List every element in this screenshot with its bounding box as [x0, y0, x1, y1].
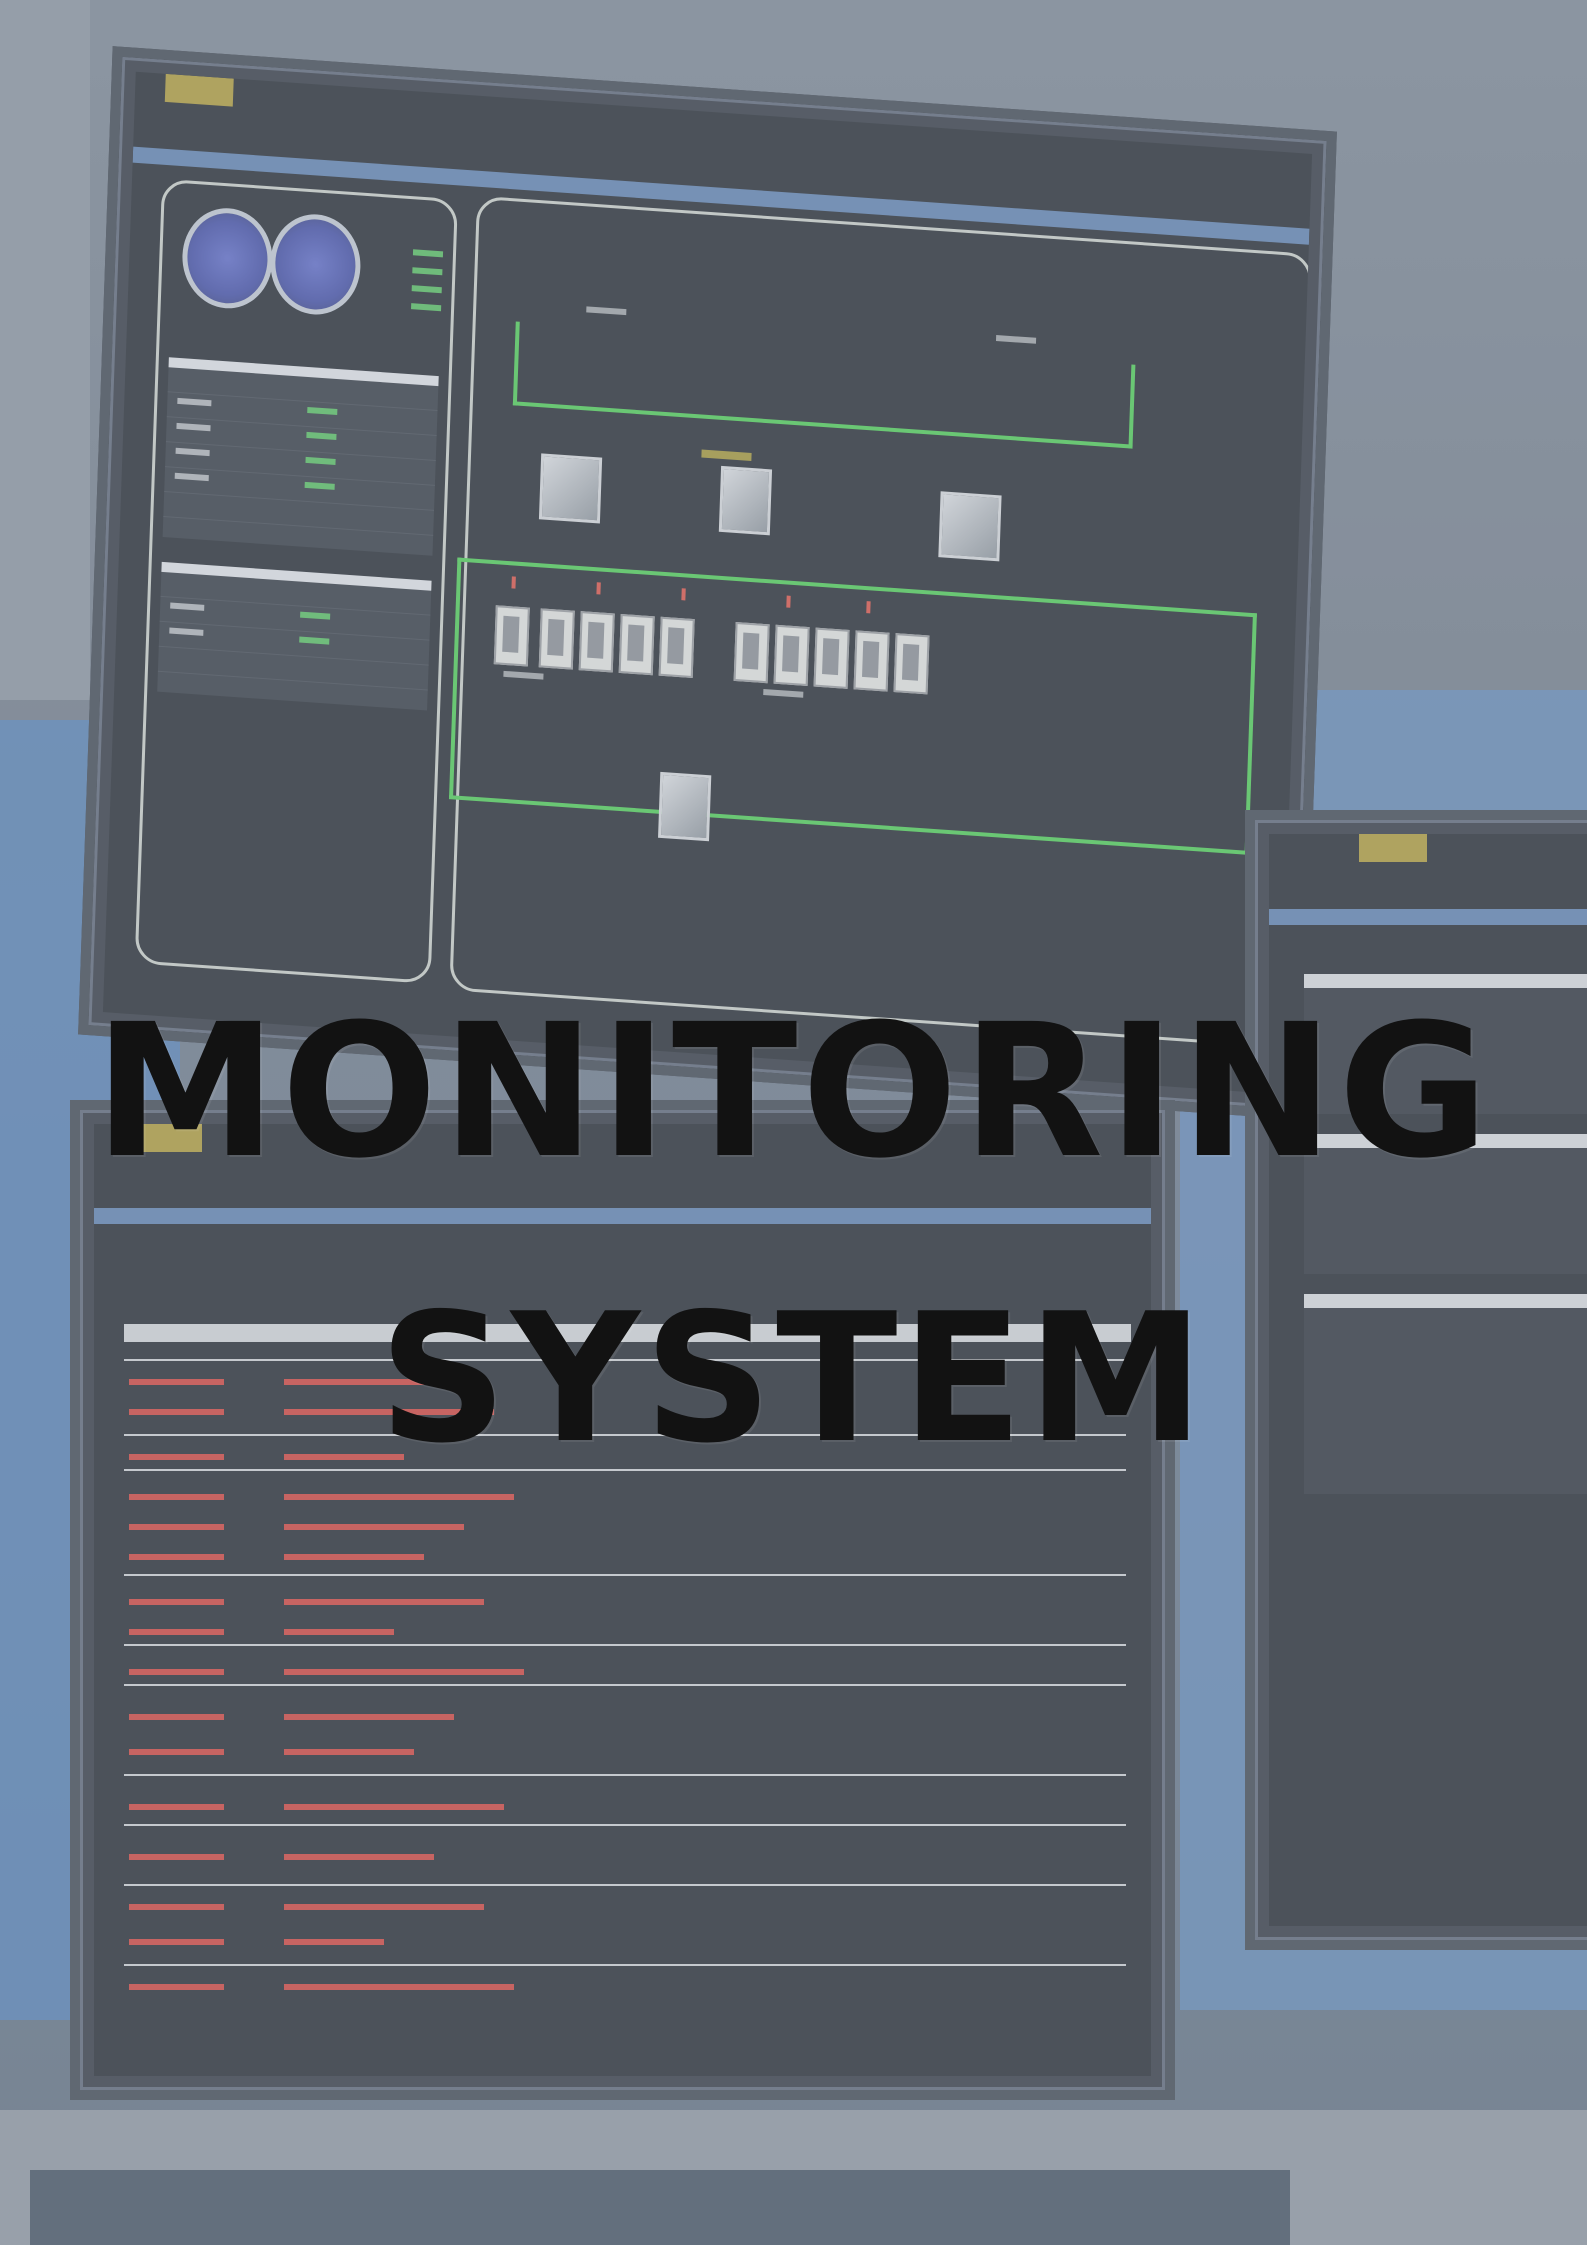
dashboard-table — [1304, 1294, 1587, 1494]
monitor-tag — [134, 1124, 203, 1152]
menu-bar — [1269, 909, 1587, 925]
dashboard-table — [1304, 974, 1587, 1114]
bottom-monitor — [70, 1100, 1175, 2100]
alarm-list-screen — [94, 1124, 1151, 2076]
alarm-table-header — [124, 1324, 1131, 1342]
headline-line-2: SYSTEM — [378, 1275, 1209, 1482]
right-monitor — [1245, 810, 1587, 1950]
desk-front — [30, 2170, 1290, 2245]
dashboard-table — [1304, 1134, 1587, 1274]
headline-line-1: MONITORING — [93, 985, 1494, 1199]
dashboard-screen — [1269, 834, 1587, 1926]
wall — [0, 0, 90, 700]
menu-bar — [94, 1208, 1151, 1224]
monitor-tag — [1359, 834, 1428, 862]
